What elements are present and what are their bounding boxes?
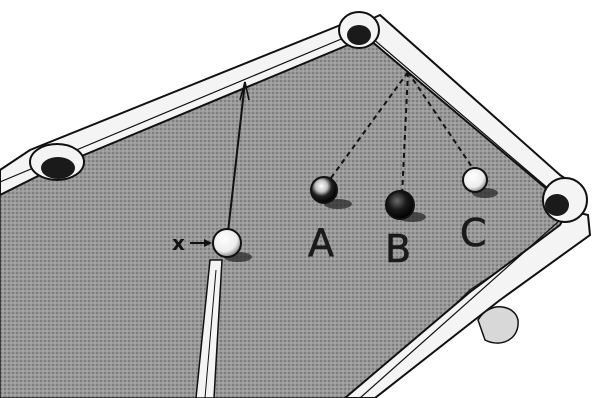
cue-ball-label: x — [172, 231, 185, 255]
pocket-icon — [543, 178, 587, 222]
object-ball-c — [463, 168, 487, 192]
rail-decoration — [478, 307, 518, 343]
pocket-icon — [339, 12, 379, 48]
ball-label-a: A — [308, 221, 334, 265]
cue-ball — [213, 229, 241, 257]
pocket-icon — [30, 144, 84, 180]
ball-label-c: C — [460, 211, 487, 255]
object-ball-b — [386, 191, 414, 219]
object-ball-a — [311, 177, 337, 203]
ball-label-b: B — [385, 227, 411, 271]
